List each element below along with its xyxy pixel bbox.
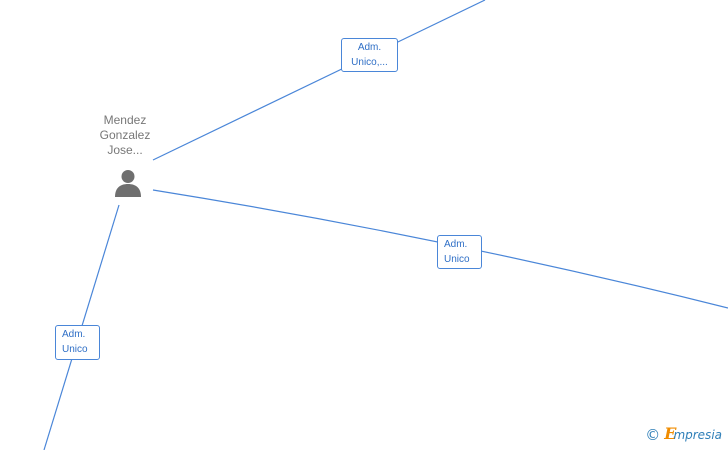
edge-label-2-line-2: Unico (444, 254, 470, 265)
copyright-icon: © (645, 425, 661, 444)
empresia-logo: Empresia (664, 426, 722, 444)
edge-label-3-line-2: Unico (62, 344, 88, 355)
edge-label-1-line-1: Adm. (357, 42, 382, 53)
edge-label-3-line-1: Adm. (62, 329, 86, 340)
edge-label-1-line-2: Unico,... (351, 57, 388, 68)
person-name-line-2: Gonzalez (99, 128, 151, 142)
edge-label-1[interactable]: Adm. Unico,... (341, 38, 398, 72)
edge-line-1 (152, 0, 486, 161)
person-name-line-1: Mendez (103, 113, 147, 127)
empresia-logo-initial: E (664, 424, 677, 443)
edge-label-3[interactable]: Adm. Unico (55, 325, 100, 360)
person-icon[interactable] (113, 168, 143, 198)
person-node-name[interactable]: Mendez Gonzalez Jose... (88, 113, 162, 158)
empresia-logo-text: mpresia (673, 428, 722, 442)
person-name-line-3: Jose... (107, 143, 143, 157)
edge-label-2[interactable]: Adm. Unico (437, 235, 482, 269)
empresia-watermark: © Empresia (645, 426, 722, 444)
edge-label-2-line-1: Adm. (444, 239, 468, 250)
